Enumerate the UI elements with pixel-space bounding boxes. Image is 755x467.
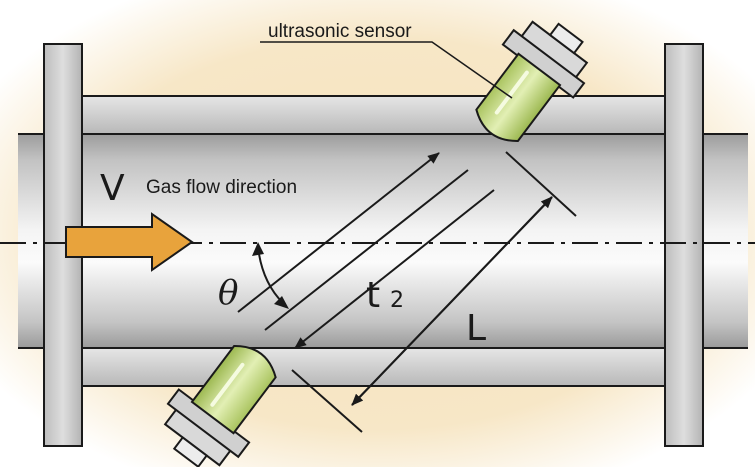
- ultrasonic-transducer-icon: [163, 345, 277, 467]
- dimension-tick-top: [505, 151, 577, 217]
- t2-arrow-down: [294, 189, 495, 349]
- length-label: L: [466, 308, 486, 349]
- flange-right: [664, 43, 704, 447]
- angle-arrowhead-bottom: [274, 296, 289, 309]
- sensor-label: ultrasonic sensor: [268, 21, 412, 42]
- pipe-wall-top: [79, 95, 669, 135]
- pipe-wall-bottom: [79, 347, 669, 387]
- sensor-label-leader: [260, 41, 513, 99]
- t2-arrow-up: [237, 152, 440, 313]
- time-subscript: 2: [390, 288, 404, 313]
- time-label: t: [366, 275, 380, 316]
- ultrasonic-transducer-icon: [475, 20, 589, 142]
- sound-path-inner: [264, 169, 469, 331]
- flow-direction-label: Gas flow direction: [146, 177, 297, 198]
- length-arrow-down: [351, 196, 553, 406]
- dimension-tick-bottom: [291, 369, 363, 433]
- angle-label: θ: [218, 273, 238, 313]
- velocity-label: V: [100, 168, 125, 209]
- arrow-right-icon: [65, 212, 194, 272]
- angle-arrowhead-top: [252, 242, 264, 256]
